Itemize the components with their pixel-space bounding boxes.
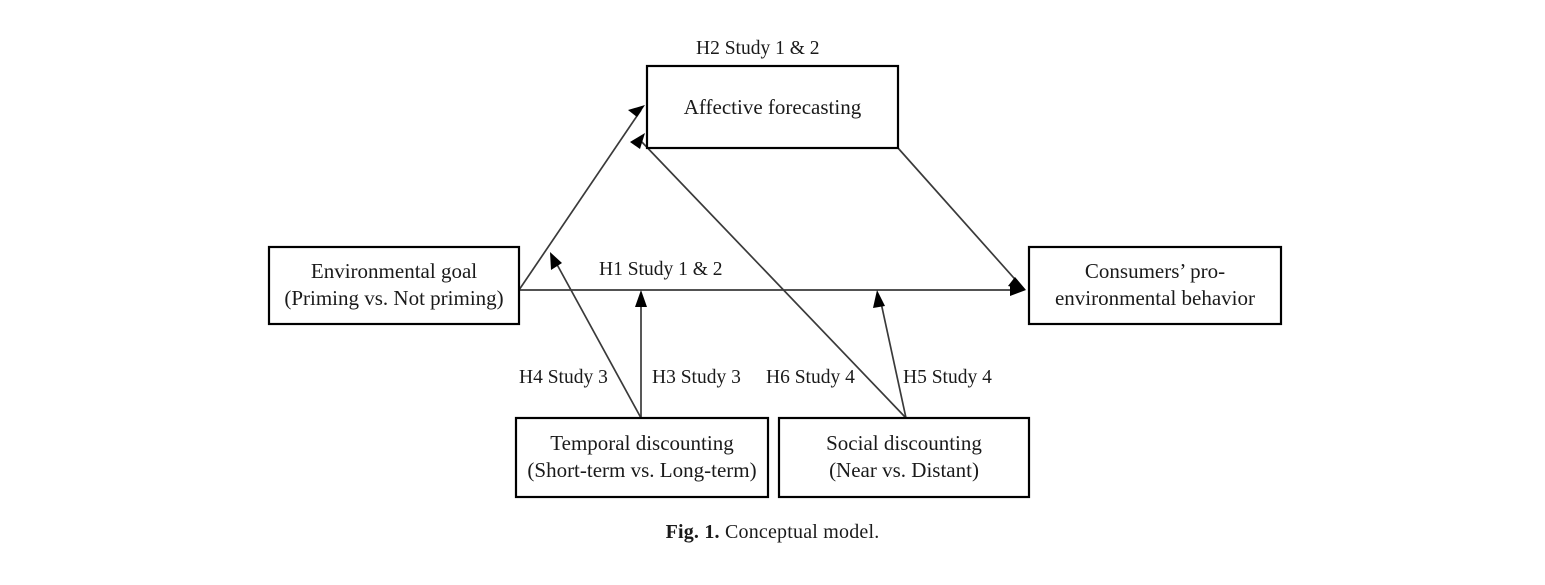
node-social-discounting-rect[interactable] xyxy=(777,416,1031,499)
edge-label-h6: H6 Study 4 xyxy=(766,367,855,388)
node-environmental-goal-label-line1: Environmental goal xyxy=(311,259,477,283)
edge-h6-arrowhead xyxy=(630,133,645,149)
edge-h3-arrowhead xyxy=(635,290,647,307)
node-temporal-discounting-rect[interactable] xyxy=(514,416,770,499)
node-environmental-goal[interactable]: Environmental goal (Priming vs. Not prim… xyxy=(267,245,521,326)
node-consumers-behavior-label-line1: Consumers’ pro- xyxy=(1085,259,1225,283)
figure-caption-text: Conceptual model. xyxy=(724,521,880,543)
edge-goal-to-affect-line xyxy=(518,109,642,291)
node-affective-forecasting-label: Affective forecasting xyxy=(684,95,862,119)
node-environmental-goal-rect[interactable] xyxy=(267,245,521,326)
edge-h4-temporal-to-goal-affect-path xyxy=(550,252,642,419)
edge-h5-social-to-h1 xyxy=(873,290,907,419)
edge-h5-line xyxy=(879,297,907,419)
node-affective-forecasting[interactable]: Affective forecasting xyxy=(645,64,900,150)
node-temporal-discounting-label-line1: Temporal discounting xyxy=(550,431,734,455)
node-consumers-behavior-label-line2: environmental behavior xyxy=(1055,286,1255,310)
edge-h6-line xyxy=(638,138,907,419)
edge-label-h5: H5 Study 4 xyxy=(903,367,992,388)
edge-label-h3: H3 Study 3 xyxy=(652,367,741,388)
edge-h1-goal-to-consumers xyxy=(519,284,1026,296)
edge-h6-social-to-affect xyxy=(630,133,907,419)
edge-h4-line xyxy=(553,258,642,419)
edge-label-h1: H1 Study 1 & 2 xyxy=(599,259,723,280)
node-environmental-goal-label-line2: (Priming vs. Not priming) xyxy=(284,286,503,310)
node-consumers-behavior-rect[interactable] xyxy=(1027,245,1283,326)
figure-caption: Fig. 1. Conceptual model. xyxy=(0,521,1545,544)
edge-label-h4: H4 Study 3 xyxy=(519,367,608,388)
node-temporal-discounting[interactable]: Temporal discounting (Short-term vs. Lon… xyxy=(514,416,770,499)
edge-h2-line xyxy=(897,147,1022,287)
node-consumers-behavior[interactable]: Consumers’ pro- environmental behavior xyxy=(1027,245,1283,326)
node-temporal-discounting-label-line2: (Short-term vs. Long-term) xyxy=(527,458,756,482)
figure-caption-label: Fig. 1. xyxy=(665,521,720,543)
edge-goal-to-affect xyxy=(518,105,645,291)
node-affective-forecasting-rect[interactable] xyxy=(645,64,900,150)
edge-h4-arrowhead xyxy=(550,252,562,270)
node-social-discounting-label-line2: (Near vs. Distant) xyxy=(829,458,979,482)
edge-h2-affect-to-consumers xyxy=(897,147,1026,290)
edge-h2-arrowhead xyxy=(1008,277,1026,290)
node-social-discounting-label-line1: Social discounting xyxy=(826,431,982,455)
edge-goal-to-affect-arrowhead xyxy=(628,105,645,117)
edge-h3-temporal-to-h1 xyxy=(635,290,647,418)
edge-h5-arrowhead xyxy=(873,290,885,308)
node-social-discounting[interactable]: Social discounting (Near vs. Distant) xyxy=(777,416,1031,499)
edge-label-h2: H2 Study 1 & 2 xyxy=(696,38,820,59)
